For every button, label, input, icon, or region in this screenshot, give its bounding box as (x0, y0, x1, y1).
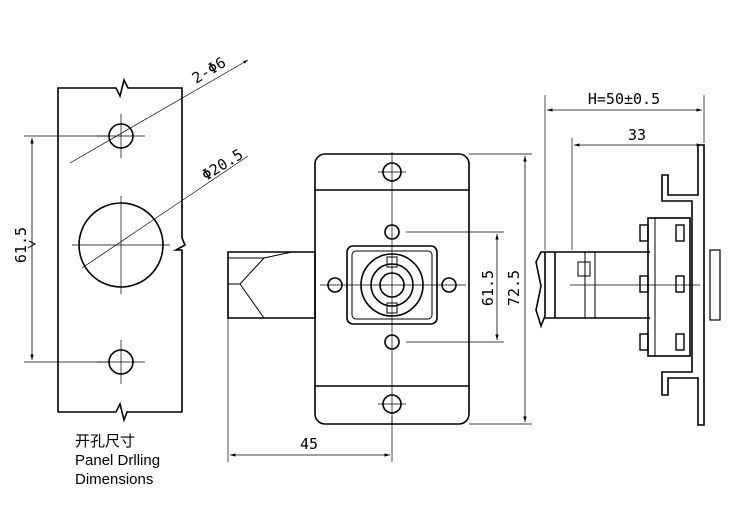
side-bolt (535, 251, 546, 329)
caption-chinese: 开孔尺寸 (75, 433, 136, 450)
caption-english-line-1: Panel Drlling (75, 452, 161, 469)
dim-h-label: H=50±0.5 (588, 90, 660, 108)
mounting-bracket (661, 144, 705, 426)
panel-drilling-caption: 开孔尺寸 Panel Drlling Dimensions (75, 432, 160, 489)
hole-spacing-label: 61.5 (12, 227, 30, 263)
caption-english-line-2: Dimensions (75, 471, 154, 488)
panel-drilling-view (24, 59, 249, 423)
panel-outline (57, 77, 187, 423)
lock-front-view (227, 152, 532, 462)
dim-33-label: 33 (628, 126, 646, 144)
dim-72-5-front-label: 72.5 (505, 270, 523, 306)
bore-spec-label: Φ20.5 (199, 145, 247, 184)
lock-side-view (535, 95, 721, 426)
dim-61-5-front-label: 61.5 (479, 270, 497, 306)
dim-45-label: 45 (300, 435, 318, 453)
